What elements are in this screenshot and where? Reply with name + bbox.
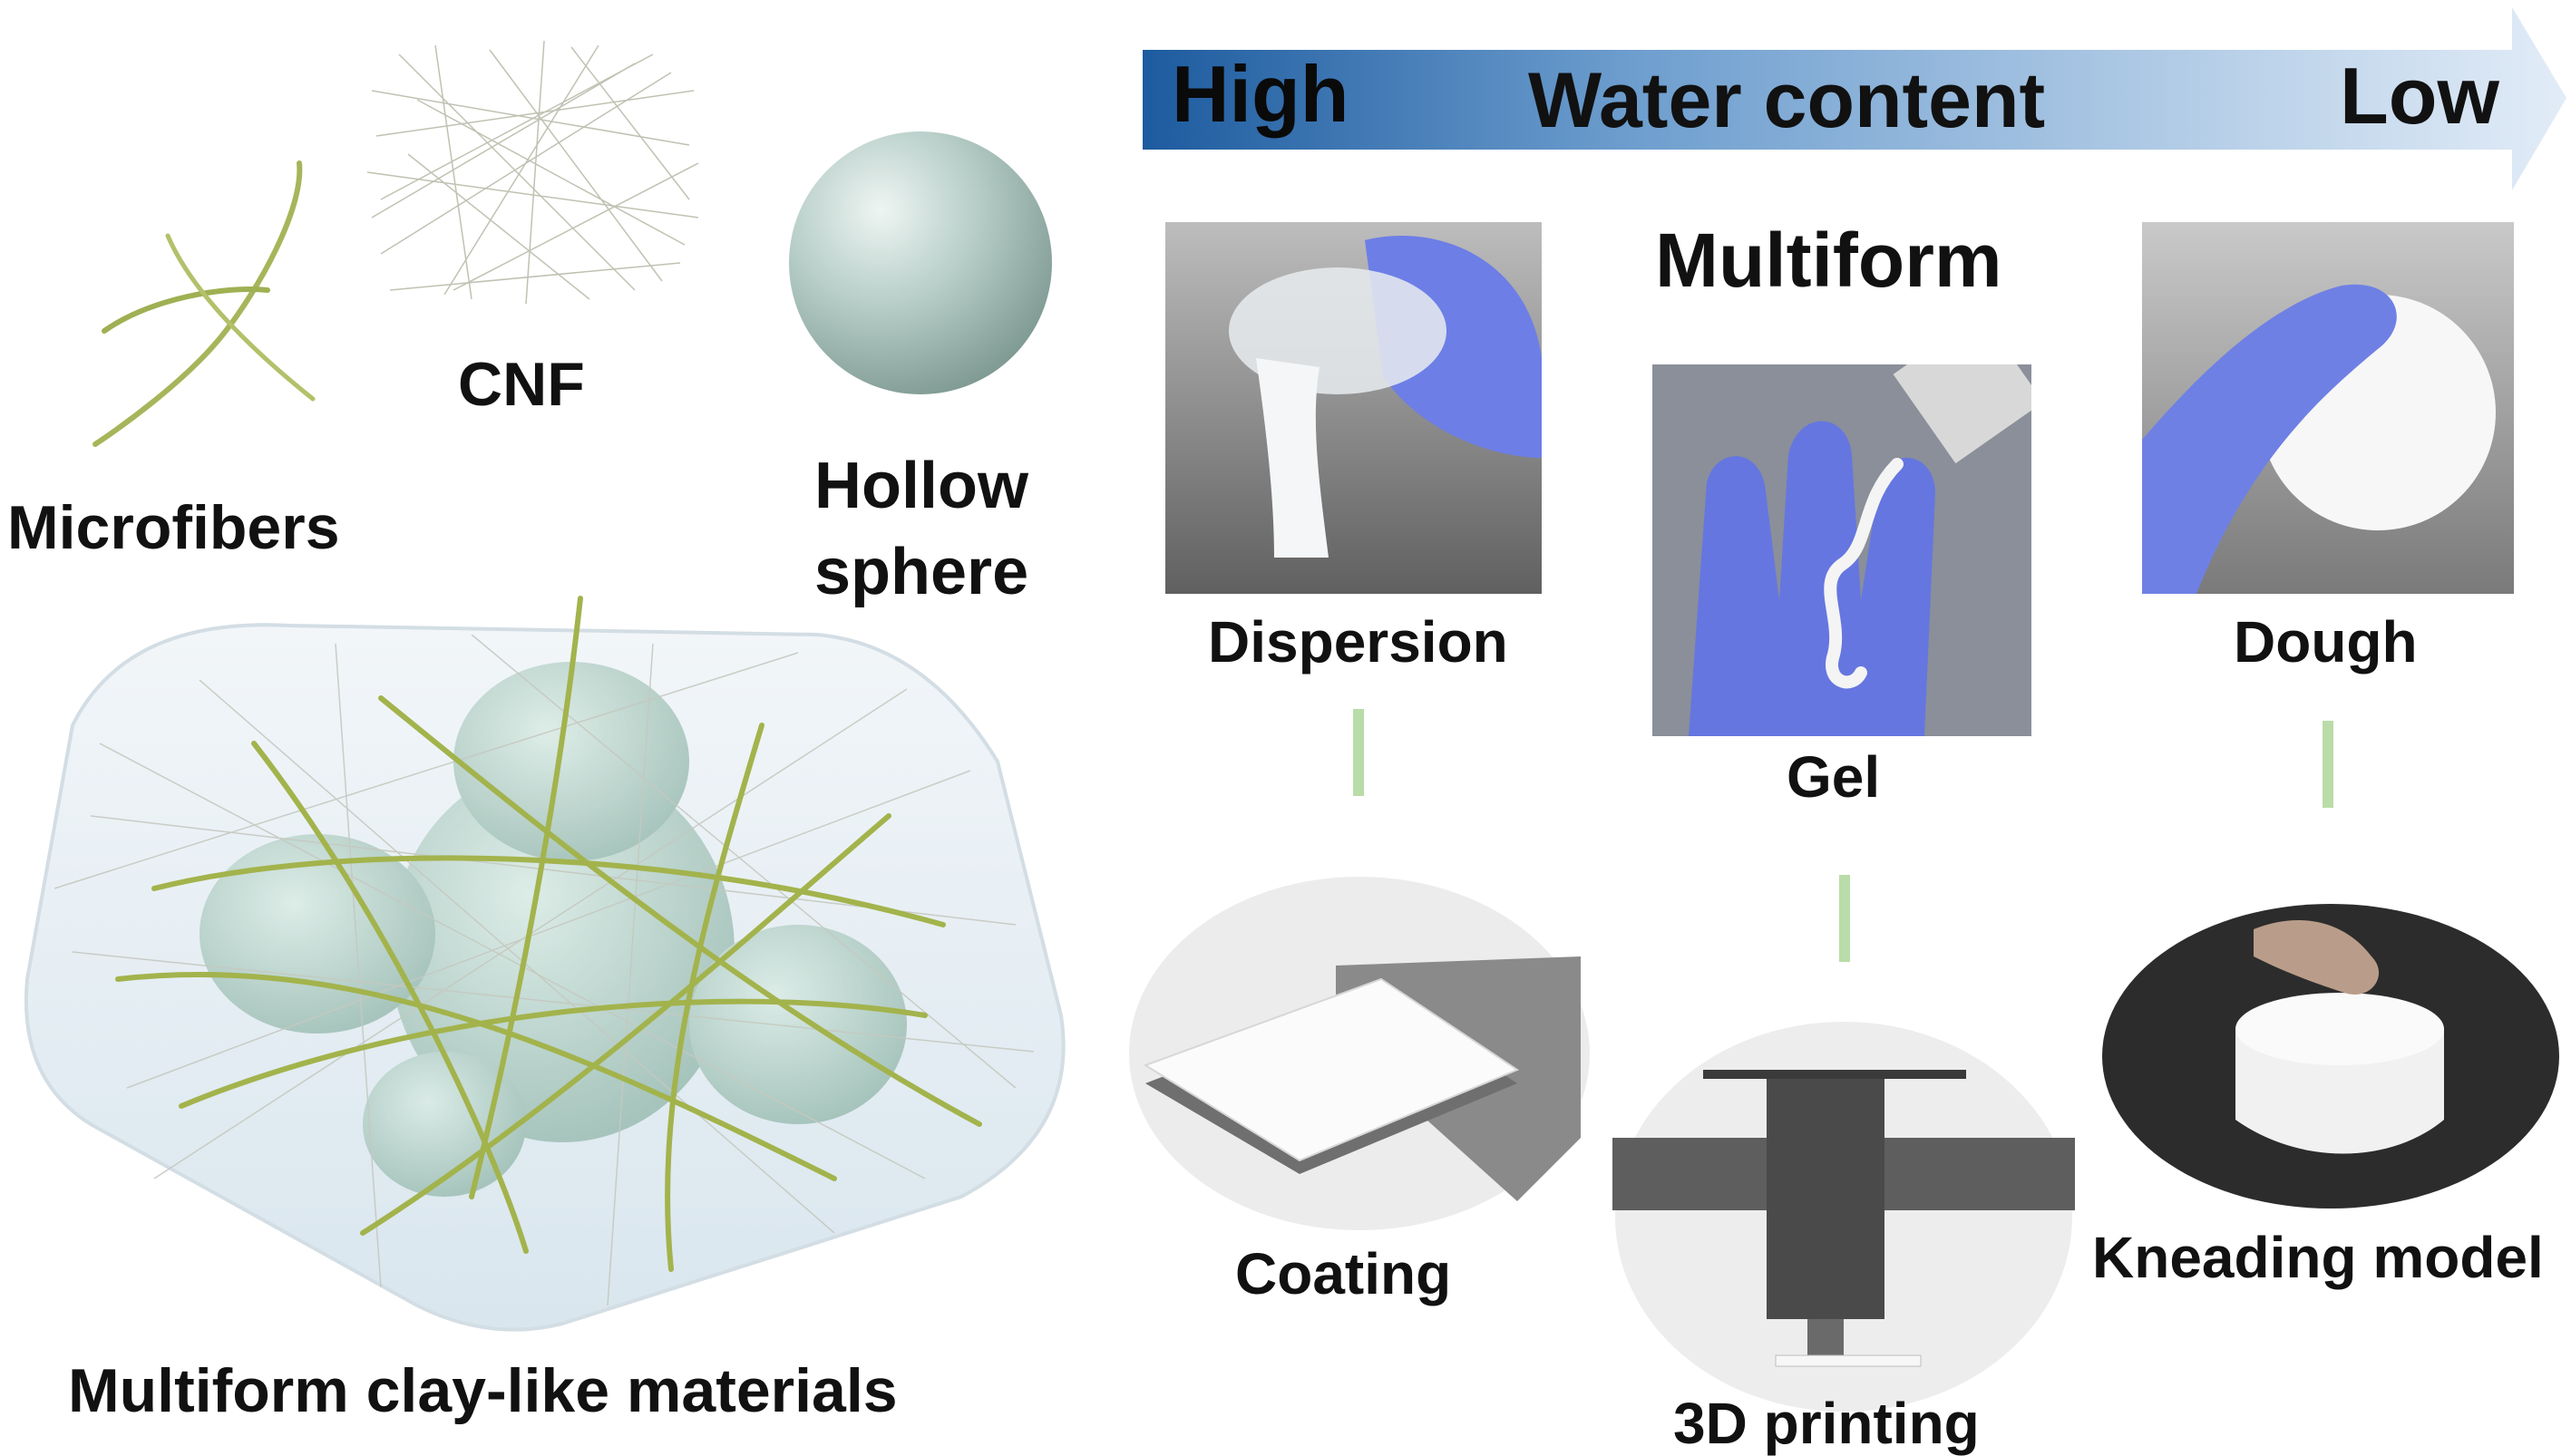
clay-composite-illustration bbox=[18, 544, 1088, 1342]
connector-dispersion bbox=[1353, 709, 1364, 796]
center-title: Multiform bbox=[1655, 218, 2002, 303]
microfibers-illustration bbox=[86, 154, 331, 453]
kneading-model-photo bbox=[2099, 902, 2562, 1210]
application-label-3d-printing: 3D printing bbox=[1673, 1391, 1980, 1456]
hollow-sphere-illustration bbox=[784, 127, 1057, 399]
connector-gel bbox=[1839, 875, 1850, 962]
form-label-dough: Dough bbox=[2234, 609, 2418, 675]
gel-photo bbox=[1652, 364, 2031, 736]
cnf-label: CNF bbox=[458, 350, 585, 419]
arrow-water-content-label: Water content bbox=[1528, 57, 2046, 144]
coating-illustration bbox=[1127, 875, 1592, 1233]
hollow-sphere-label-line1: Hollow bbox=[814, 450, 1028, 522]
arrow-low-label: Low bbox=[2340, 51, 2499, 141]
dispersion-photo bbox=[1165, 222, 1542, 594]
form-label-dispersion: Dispersion bbox=[1208, 609, 1508, 675]
water-content-arrow bbox=[1138, 0, 2571, 199]
printer-illustration bbox=[1612, 1020, 2075, 1414]
form-label-gel: Gel bbox=[1787, 744, 1881, 810]
application-label-coating: Coating bbox=[1235, 1241, 1452, 1306]
cnf-illustration bbox=[363, 36, 707, 308]
connector-dough bbox=[2323, 721, 2333, 808]
left-caption: Multiform clay-like materials bbox=[68, 1356, 898, 1425]
microfibers-label: Microfibers bbox=[7, 493, 340, 562]
application-label-kneading-model: Kneading model bbox=[2092, 1225, 2544, 1290]
dough-photo bbox=[2142, 222, 2514, 594]
arrow-high-label: High bbox=[1172, 49, 1349, 139]
hollow-sphere-label-line2: sphere bbox=[814, 536, 1029, 608]
